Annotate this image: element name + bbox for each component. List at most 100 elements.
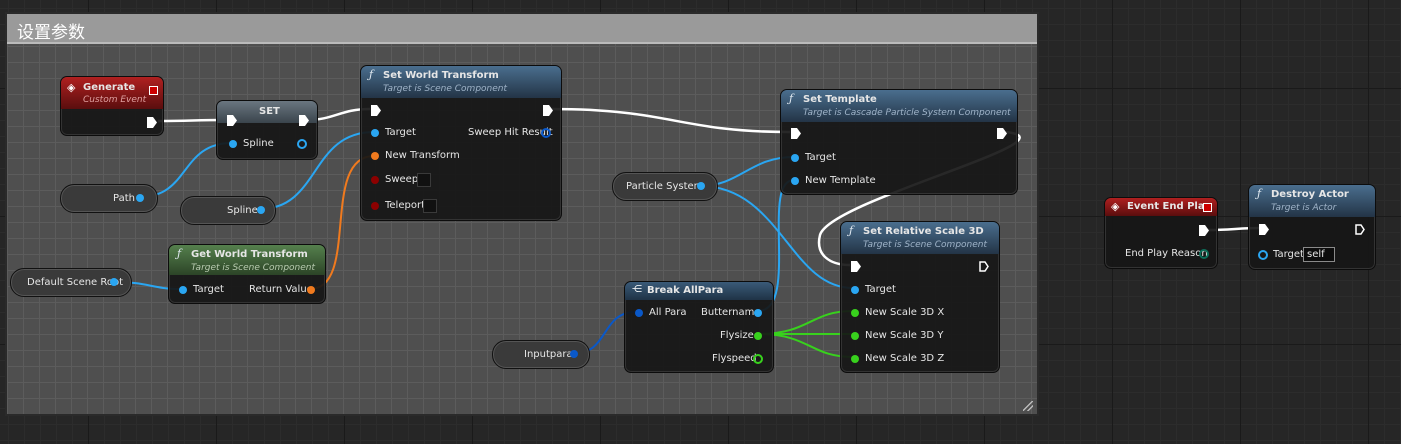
new-transform-in-pin[interactable] — [371, 152, 379, 160]
function-icon: ƒ — [1257, 187, 1262, 200]
node-header — [1105, 198, 1217, 216]
default-scene-root-out-pin[interactable] — [110, 278, 118, 286]
target-in-pin[interactable] — [851, 286, 859, 294]
teleport-in-pin[interactable] — [371, 202, 379, 210]
function-icon: ƒ — [789, 92, 794, 105]
exec-out-pin[interactable] — [997, 128, 1007, 139]
pin-label: Target — [1273, 249, 1304, 260]
return-value-out-pin[interactable] — [307, 286, 315, 294]
exec-out-pin[interactable] — [1355, 224, 1365, 235]
variable-label: Particle System — [626, 181, 704, 192]
node-title: Generate — [83, 82, 136, 93]
pin-label: Target — [385, 127, 416, 138]
scale-z-in-pin[interactable] — [851, 355, 859, 363]
pin-label: Flysize — [720, 330, 754, 341]
variable-label: Inputpara — [524, 349, 573, 360]
node-title: Set Template — [803, 94, 877, 105]
generate-event-node[interactable]: ◈ Generate Custom Event — [60, 76, 164, 136]
pin-label: Target — [193, 284, 224, 295]
path-out-pin[interactable] — [136, 194, 144, 202]
node-header — [1249, 185, 1375, 217]
node-title: SET — [259, 106, 280, 117]
exec-in-pin[interactable] — [1259, 224, 1269, 235]
pin-label: Target — [805, 152, 836, 163]
new-template-in-pin[interactable] — [791, 177, 799, 185]
spline-in-pin[interactable] — [229, 140, 237, 148]
delegate-pin-icon[interactable] — [1203, 203, 1212, 212]
event-end-play-node[interactable]: ◈ Event End Play End Play Reason — [1104, 197, 1218, 269]
scale-x-in-pin[interactable] — [851, 309, 859, 317]
target-value-field[interactable]: self — [1303, 247, 1335, 262]
target-in-pin[interactable] — [1258, 250, 1268, 260]
inputpara-out-pin[interactable] — [570, 350, 578, 358]
all-para-in-pin[interactable] — [635, 309, 643, 317]
pin-label: Sweep Hit Result — [468, 127, 553, 138]
node-subtitle: Target is Scene Component — [383, 84, 508, 94]
sweep-in-pin[interactable] — [371, 176, 379, 184]
set-spline-node[interactable]: SET Spline — [216, 100, 318, 160]
target-in-pin[interactable] — [791, 154, 799, 162]
default-scene-root-variable-node[interactable]: Default Scene Root — [10, 268, 132, 297]
exec-out-pin[interactable] — [979, 261, 989, 272]
exec-out-pin[interactable] — [147, 117, 157, 128]
buttername-out-pin[interactable] — [754, 309, 762, 317]
node-title: Get World Transform — [191, 249, 308, 260]
spline-variable-node[interactable]: Spline — [180, 196, 276, 225]
event-diamond-icon: ◈ — [1111, 200, 1120, 213]
scale-y-in-pin[interactable] — [851, 332, 859, 340]
pin-label: New Transform — [385, 150, 460, 161]
get-world-transform-node[interactable]: ƒ Get World Transform Target is Scene Co… — [168, 244, 326, 304]
pin-label: New Scale 3D Y — [865, 330, 944, 341]
destroy-actor-node[interactable]: ƒ Destroy Actor Target is Actor Target s… — [1248, 184, 1376, 270]
node-header — [169, 245, 325, 275]
node-header — [217, 101, 317, 123]
node-header — [61, 77, 163, 109]
sweep-checkbox[interactable] — [417, 173, 431, 187]
function-icon: ƒ — [177, 247, 182, 260]
node-subtitle: Target is Scene Component — [863, 240, 988, 250]
function-icon: ƒ — [369, 68, 374, 81]
comment-title: 设置参数 — [17, 23, 85, 43]
node-subtitle: Target is Scene Component — [191, 263, 316, 273]
spline-out-pin[interactable] — [297, 139, 307, 149]
pin-label: Teleport — [385, 200, 425, 211]
event-diamond-icon: ◈ — [67, 81, 76, 94]
pin-label: Return Value — [249, 284, 313, 295]
variable-label: Path — [113, 193, 135, 204]
end-play-reason-out-pin[interactable] — [1199, 249, 1209, 259]
pin-label: All Para — [649, 307, 687, 318]
sweep-hit-result-out-pin[interactable] — [541, 128, 551, 138]
exec-out-pin[interactable] — [543, 105, 553, 116]
pin-label: End Play Reason — [1125, 248, 1208, 259]
resize-handle-icon[interactable] — [1023, 401, 1033, 411]
comment-header[interactable]: 设置参数 — [7, 14, 1037, 44]
flysize-out-pin[interactable] — [754, 332, 762, 340]
teleport-checkbox[interactable] — [423, 199, 437, 213]
set-relative-scale-3d-node[interactable]: ƒ Set Relative Scale 3D Target is Scene … — [840, 221, 1000, 373]
particle-system-out-pin[interactable] — [697, 182, 705, 190]
target-in-pin[interactable] — [179, 286, 187, 294]
pin-label: Spline — [243, 138, 274, 149]
exec-in-pin[interactable] — [371, 105, 381, 116]
exec-out-pin[interactable] — [299, 115, 309, 126]
exec-in-pin[interactable] — [791, 128, 801, 139]
node-subtitle: Target is Cascade Particle System Compon… — [803, 108, 1011, 118]
break-struct-icon: ⋲ — [632, 284, 642, 295]
path-variable-node[interactable]: Path — [60, 184, 158, 213]
exec-out-pin[interactable] — [1199, 225, 1209, 236]
target-in-pin[interactable] — [371, 129, 379, 137]
node-title: Event End Play — [1127, 201, 1211, 212]
set-template-node[interactable]: ƒ Set Template Target is Cascade Particl… — [780, 89, 1018, 195]
delegate-pin-icon[interactable] — [149, 86, 158, 95]
flyspeed-out-pin[interactable] — [753, 354, 763, 364]
break-allpara-node[interactable]: ⋲ Break AllPara All Para Buttername Flys… — [624, 281, 774, 373]
exec-in-pin[interactable] — [851, 261, 861, 272]
spline-out-pin[interactable] — [257, 206, 265, 214]
pin-label: New Template — [805, 175, 876, 186]
target-value: self — [1307, 249, 1325, 260]
particle-system-variable-node[interactable]: Particle System — [612, 172, 718, 201]
inputpara-variable-node[interactable]: Inputpara — [492, 340, 590, 369]
set-world-transform-node[interactable]: ƒ Set World Transform Target is Scene Co… — [360, 65, 562, 221]
node-title: Set Relative Scale 3D — [863, 226, 984, 237]
exec-in-pin[interactable] — [227, 115, 237, 126]
